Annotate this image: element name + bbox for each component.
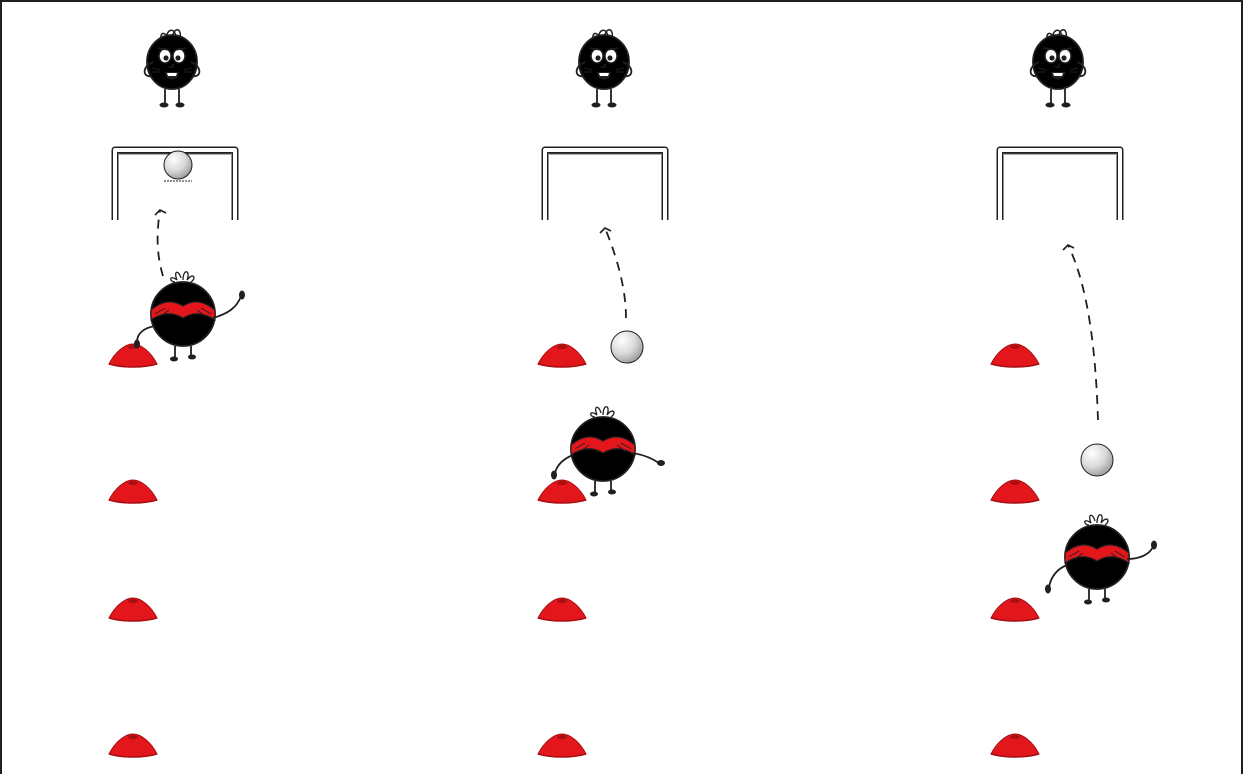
- ball-icon: [1081, 444, 1113, 476]
- cone-icon: [538, 734, 586, 757]
- cone-icon: [991, 734, 1039, 757]
- cone-icon: [991, 598, 1039, 621]
- ball-path-arrow: [158, 210, 163, 276]
- cone-icon: [538, 598, 586, 621]
- cone-icon: [109, 480, 157, 503]
- green-player-icon: [1045, 515, 1157, 605]
- blue-keeper-icon: [145, 30, 200, 108]
- green-keeper-icon: [1031, 30, 1086, 108]
- peach-keeper-icon: [577, 30, 632, 108]
- lane-green: [991, 30, 1157, 757]
- goal-icon: [1000, 150, 1120, 220]
- ball-path-arrow: [605, 228, 626, 318]
- lane-blue: [109, 30, 245, 757]
- cone-icon: [538, 344, 586, 367]
- ball-icon: [164, 151, 192, 179]
- ball-path-arrow: [1068, 245, 1098, 420]
- arrow-head-icon: [600, 228, 611, 233]
- ball-icon: [611, 331, 643, 363]
- cone-icon: [538, 480, 586, 503]
- cone-icon: [109, 734, 157, 757]
- lane-peach: [538, 30, 665, 757]
- cone-icon: [109, 344, 157, 367]
- cone-icon: [109, 598, 157, 621]
- cone-icon: [991, 480, 1039, 503]
- cone-icon: [991, 344, 1039, 367]
- goal-icon: [545, 150, 665, 220]
- blue-player-icon: [134, 272, 245, 362]
